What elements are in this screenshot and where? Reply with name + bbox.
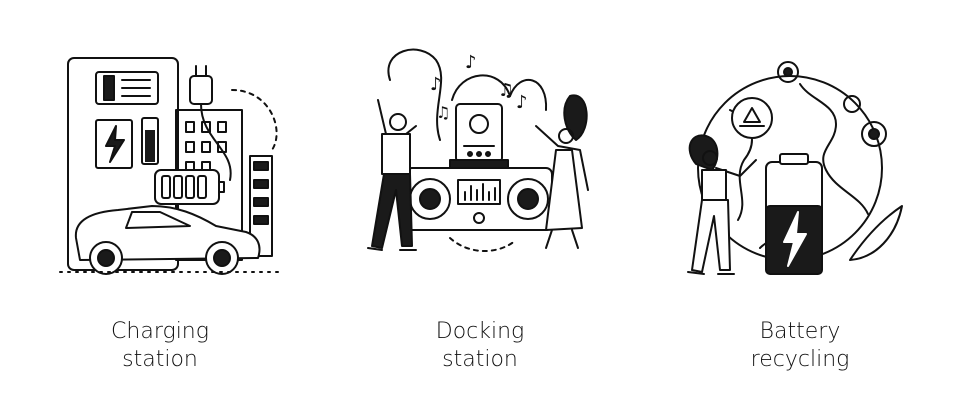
caption-line-1: Battery <box>759 319 841 344</box>
caption-line-2: station <box>122 347 198 372</box>
svg-text:♪: ♪ <box>430 74 442 95</box>
caption-line-2: station <box>442 347 518 372</box>
svg-text:♫: ♫ <box>436 103 450 122</box>
panel-charging-station: Charging station <box>0 0 320 411</box>
caption-line-1: Docking <box>435 319 525 344</box>
svg-text:♫: ♫ <box>498 80 514 101</box>
docking-station-icon: ♪ ♪ ♫ ♪ ♫ <box>367 48 589 252</box>
caption-charging-station: Charging station <box>0 318 320 374</box>
battery-recycling-icon <box>687 61 903 275</box>
panel-docking-station: ♪ ♪ ♫ ♪ ♫ Docking station <box>320 0 640 411</box>
charging-station-icon <box>59 57 281 275</box>
caption-docking-station: Docking station <box>320 318 640 374</box>
panel-battery-recycling: Battery recycling <box>640 0 960 411</box>
svg-text:♪: ♪ <box>465 52 477 73</box>
svg-text:♪: ♪ <box>516 92 528 113</box>
caption-battery-recycling: Battery recycling <box>640 318 960 374</box>
caption-line-2: recycling <box>750 347 850 372</box>
caption-line-1: Charging <box>111 319 209 344</box>
